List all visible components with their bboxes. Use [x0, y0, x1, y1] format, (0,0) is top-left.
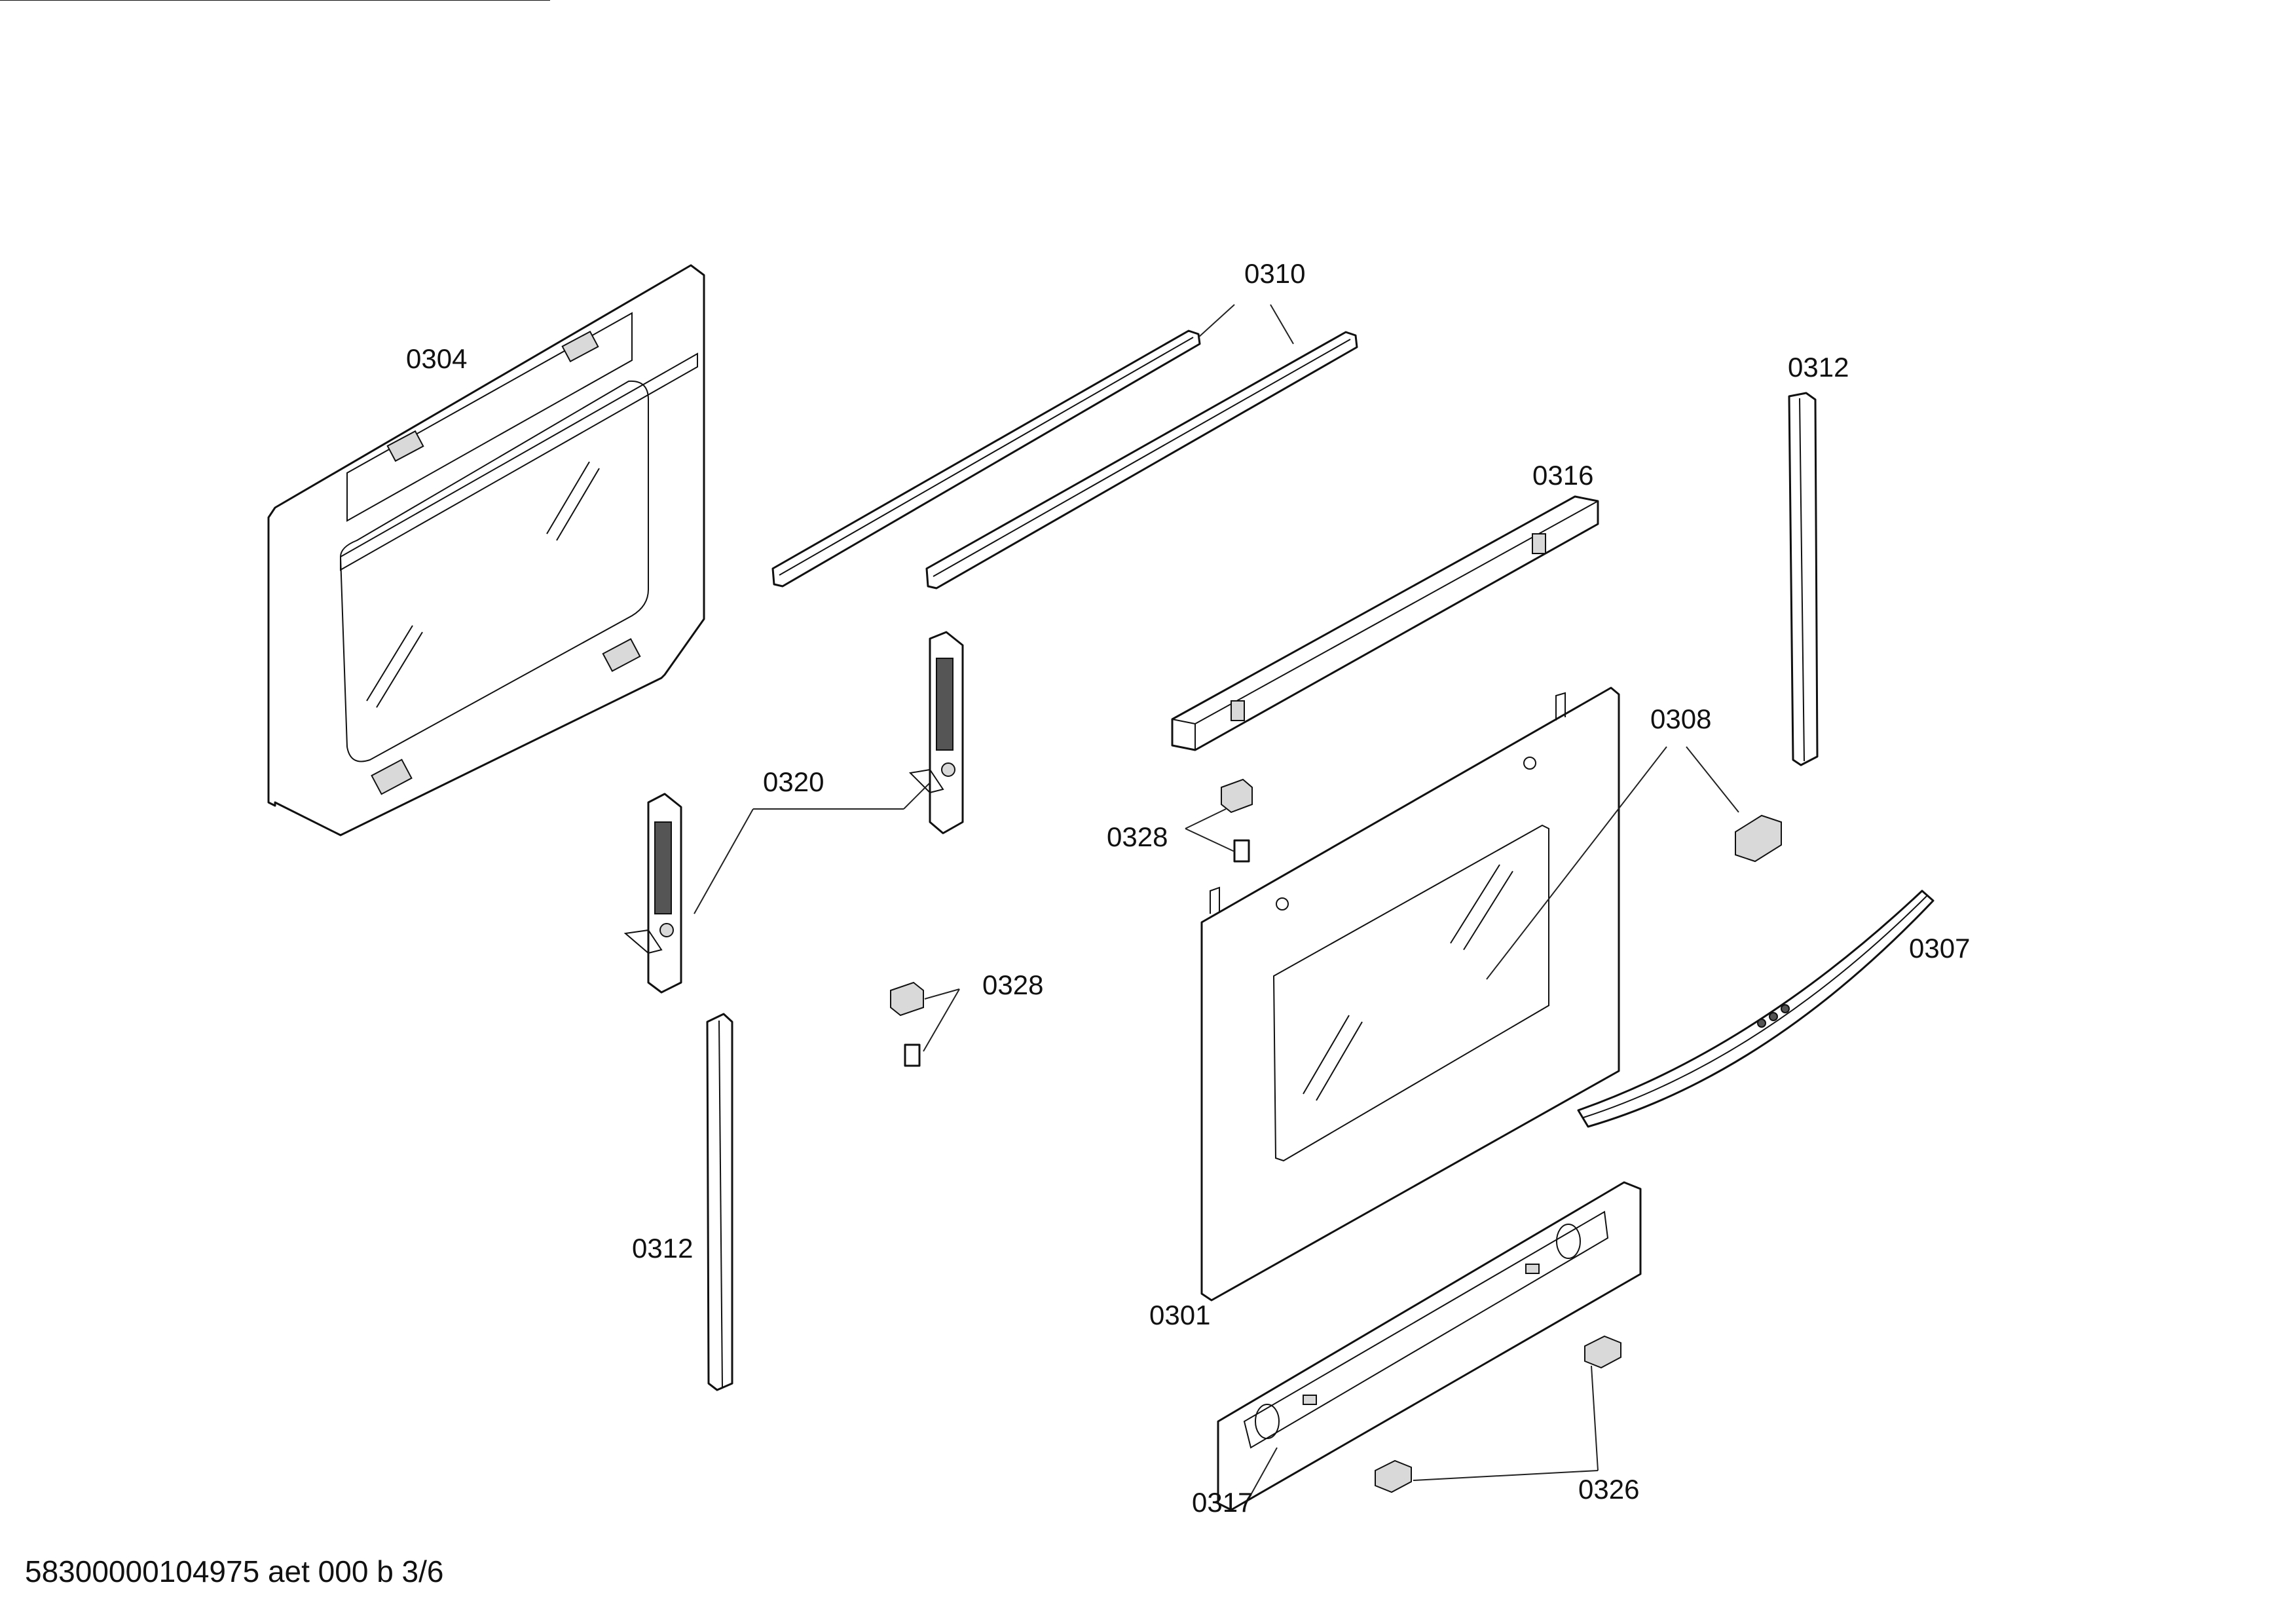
label-0307: 0307 [1909, 933, 1970, 964]
label-0316: 0316 [1532, 460, 1593, 491]
part-0328-clip-right [1221, 778, 1253, 863]
label-0312-bottom: 0312 [632, 1233, 693, 1264]
label-0301: 0301 [1149, 1300, 1210, 1330]
part-0312-vertical-strip-bottom [706, 1013, 733, 1391]
part-0328-clip-center [890, 981, 924, 1067]
label-0326: 0326 [1578, 1474, 1639, 1505]
part-0301-outer-door [1200, 686, 1620, 1302]
label-0312-top: 0312 [1788, 352, 1849, 383]
label-0317: 0317 [1192, 1487, 1253, 1518]
part-0310-trim-strips [771, 329, 1358, 590]
part-0320-hinge-left [623, 793, 682, 994]
part-0304-inner-door-panel [0, 0, 705, 836]
leader-lines [694, 304, 1739, 1507]
label-0328-left: 0328 [1107, 821, 1168, 852]
part-labels: 0304 0310 0312 0316 0308 0320 0328 0328 … [406, 258, 1970, 1518]
label-0310: 0310 [1244, 258, 1305, 289]
document-id: 58300000104975 aet 000 b 3/6 [25, 1554, 444, 1588]
part-0320-hinge-right [908, 631, 964, 835]
part-0316-door-profile [1171, 495, 1599, 751]
part-0308-spacer-right [1735, 814, 1782, 863]
part-0317-lower-frame [1217, 1181, 1642, 1511]
label-0320: 0320 [763, 766, 824, 797]
label-0308: 0308 [1650, 704, 1711, 734]
label-0304: 0304 [406, 343, 467, 374]
label-0328-center: 0328 [982, 969, 1043, 1000]
part-0312-vertical-strip-top [1788, 392, 1819, 766]
part-0326-bracket-lower [1375, 1459, 1412, 1493]
part-0307-door-handle [1577, 890, 1935, 1128]
part-0326-bracket-upper [1584, 1335, 1621, 1369]
